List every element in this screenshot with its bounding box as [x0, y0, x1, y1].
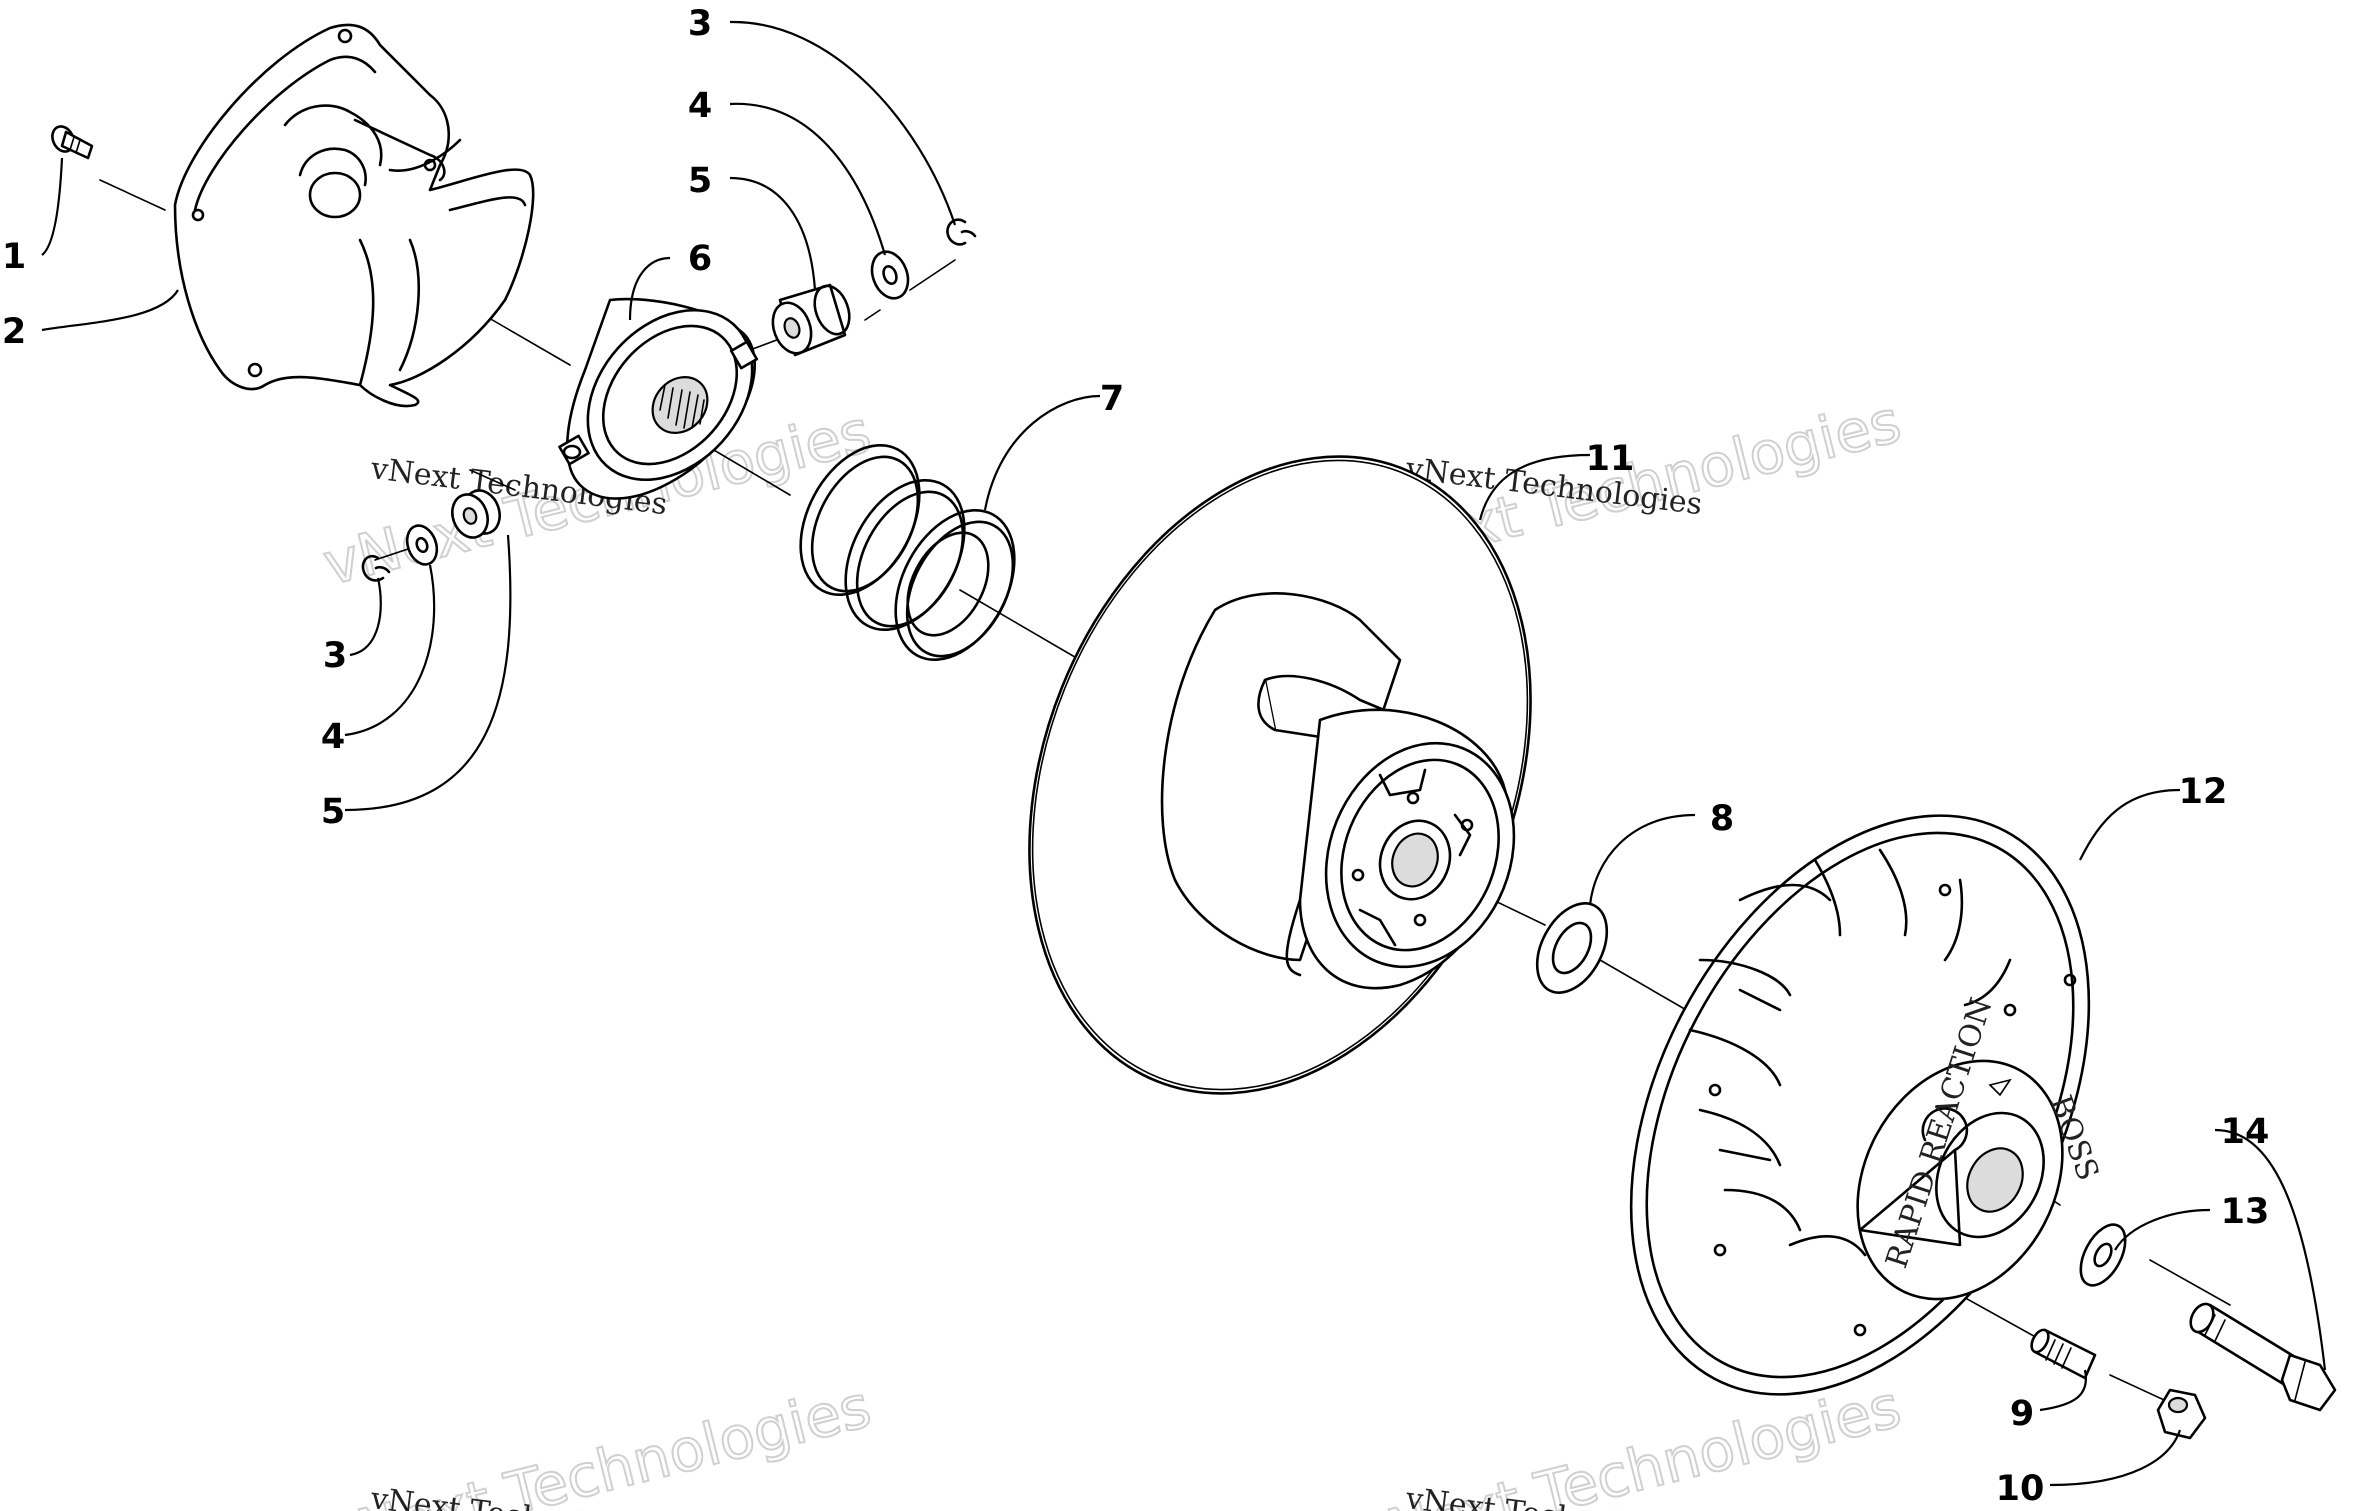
label-5-bottom: 5: [321, 792, 345, 832]
part-2-cover: [173, 23, 535, 408]
label-9: 9: [2010, 1394, 2034, 1434]
cooling-fins: [1688, 848, 2012, 1257]
part-3-clip-upper: [946, 218, 977, 246]
part-5-roller-lower: [451, 489, 501, 539]
label-10: 10: [1996, 1469, 2045, 1509]
label-6: 6: [688, 239, 712, 279]
label-12: 12: [2179, 772, 2228, 812]
part-labels: 1 2 3 4 5 6 7 3 4 5 11 8 12 14 13 9 10: [2, 4, 2270, 1509]
label-11: 11: [1586, 439, 1635, 479]
label-1: 1: [2, 237, 26, 277]
part-4-washer-lower: [405, 524, 439, 566]
watermark-bottom-left: vNext Technologies vNext Technologies: [316, 1371, 878, 1511]
part-5-roller-upper: [771, 283, 851, 357]
label-14: 14: [2221, 1112, 2270, 1152]
part-4-washer-upper: [870, 250, 910, 300]
label-7: 7: [1100, 379, 1124, 419]
part-3-clip-lower: [361, 554, 391, 582]
label-4-bottom: 4: [321, 717, 345, 757]
part-8-washer: [1535, 902, 1609, 994]
watermark-bottom-right: vNext Technologies vNext Technologies: [1346, 1371, 1908, 1511]
label-4-top: 4: [688, 86, 712, 126]
part-6-cam-spider: [558, 297, 759, 500]
label-2: 2: [2, 312, 26, 352]
label-8: 8: [1710, 799, 1734, 839]
part-12-fixed-sheave: RAPID REACTION BOSS: [1629, 814, 2105, 1396]
part-11-sheave: [1028, 455, 1532, 1095]
part-1-screw: [51, 125, 94, 160]
label-3-bottom: 3: [323, 636, 347, 676]
spline-teeth: [659, 384, 705, 429]
leader-lines: [41, 20, 2327, 1487]
part-7-spring: [799, 443, 1016, 662]
label-3-top: 3: [688, 4, 712, 44]
part-10-nut: [2156, 1388, 2207, 1440]
part-13-washer: [2079, 1223, 2127, 1287]
label-13: 13: [2221, 1192, 2270, 1232]
part-14-bolt: [2189, 1302, 2337, 1412]
label-5-top: 5: [688, 161, 712, 201]
